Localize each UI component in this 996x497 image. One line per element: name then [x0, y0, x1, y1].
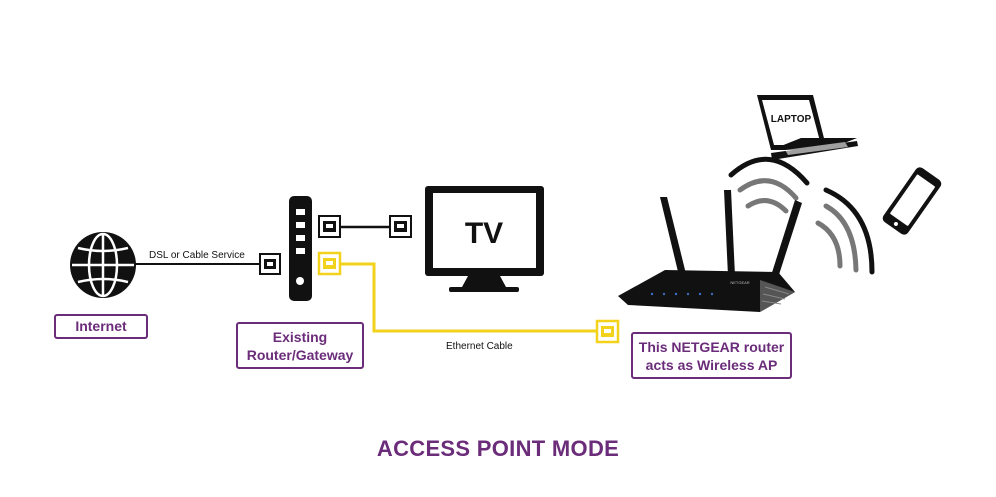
ethernet-port-icon-ap	[595, 319, 620, 344]
tv-label: TV	[465, 217, 503, 250]
dsl-label: DSL or Cable Service	[149, 250, 245, 261]
ethernet-cable	[340, 262, 597, 333]
gateway-device	[289, 196, 312, 301]
ethernet-port-icon-yellow	[317, 251, 342, 276]
ethernet-port-icon-dsl	[259, 253, 281, 275]
router-brand-text: NETGEAR	[730, 280, 749, 285]
smartphone-icon	[882, 167, 942, 235]
tv-icon: TV	[425, 186, 544, 292]
ap-label-line1: This NETGEAR router	[638, 339, 785, 355]
ap-label-box: This NETGEAR router acts as Wireless AP	[631, 332, 792, 379]
gateway-label-line2: Router/Gateway	[246, 347, 354, 363]
ethernet-port-icon-tv	[389, 215, 412, 238]
gateway-label-box: Existing Router/Gateway	[236, 322, 364, 369]
router-icon: NETGEAR	[618, 190, 802, 312]
ap-label-line2: acts as Wireless AP	[645, 357, 778, 373]
wifi-waves-icon	[728, 156, 875, 275]
globe-icon	[70, 232, 136, 298]
ethernet-cable-label: Ethernet Cable	[446, 341, 513, 352]
internet-label-box: Internet	[54, 314, 148, 339]
laptop-label: LAPTOP	[771, 114, 812, 125]
diagram-title: ACCESS POINT MODE	[376, 436, 620, 461]
ethernet-port-icon-tv-side	[318, 215, 341, 238]
laptop-icon: LAPTOP	[757, 95, 858, 160]
internet-label: Internet	[75, 318, 127, 334]
gateway-label-line1: Existing	[272, 329, 328, 345]
